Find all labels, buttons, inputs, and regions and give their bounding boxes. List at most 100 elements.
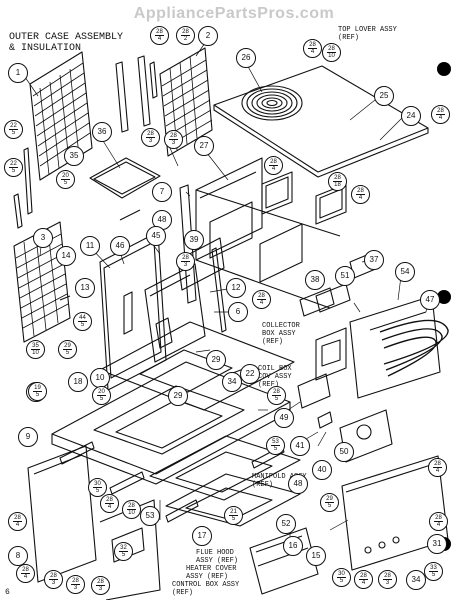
callout-13: 13: [75, 278, 95, 298]
label-flue-hood-2: ASSY (REF): [196, 557, 239, 565]
label-control-box-2: (REF): [172, 589, 194, 597]
callout-15: 15: [306, 546, 326, 566]
collector-box-plate: [349, 295, 441, 399]
callout-18: 18: [68, 372, 88, 392]
control-box: [249, 527, 319, 595]
callout-7: 7: [152, 182, 172, 202]
label-collector-box-3: (REF): [262, 338, 284, 346]
page-number: 6: [5, 588, 10, 597]
label-heater-cover-1: HEATER COVER: [186, 565, 237, 573]
callout-54: 54: [395, 262, 415, 282]
callout-53: 53: [140, 506, 160, 526]
callout-14: 14: [56, 246, 76, 266]
label-top-louver-ref: (REF): [338, 34, 360, 42]
callout-6: 6: [228, 302, 248, 322]
label-top-louver-assy: TOP LOVER ASSY: [338, 26, 397, 34]
front-left-panel: [27, 445, 97, 583]
callout-3: 3: [33, 228, 53, 248]
diagram-title-line2: & INSULATION: [9, 43, 82, 54]
callout-38: 38: [305, 270, 325, 290]
registration-dot: [437, 62, 451, 76]
callout-40: 40: [312, 460, 332, 480]
label-control-box-1: CONTROL BOX ASSY: [172, 581, 240, 589]
callout-48b: 48: [288, 474, 308, 494]
callout-46: 46: [110, 236, 130, 256]
label-collector-box-1: COLLECTOR: [262, 322, 300, 330]
callout-12: 12: [226, 278, 246, 298]
callout-37: 37: [364, 250, 384, 270]
callout-24: 24: [401, 106, 421, 126]
callout-22: 22: [240, 364, 260, 384]
callout-25: 25: [374, 86, 394, 106]
callout-34: 34: [222, 372, 242, 392]
label-coil-box-3: (REF): [258, 381, 280, 389]
callout-50: 50: [334, 442, 354, 462]
label-collector-box-2: BOX ASSY: [262, 330, 296, 338]
callout-29b: 29: [168, 386, 188, 406]
label-manifold-ref: (REF): [252, 481, 274, 489]
insulation-pad-36: [89, 157, 161, 199]
callout-47: 47: [420, 290, 440, 310]
label-heater-cover-2: ASSY (REF): [186, 573, 229, 581]
callout-26: 26: [236, 48, 256, 68]
callout-36: 36: [92, 122, 112, 142]
callout-34b: 34: [406, 570, 426, 590]
callout-16: 16: [283, 536, 303, 556]
callout-17: 17: [192, 526, 212, 546]
callout-1: 1: [8, 63, 28, 83]
label-coil-box-1: COIL BOX: [258, 365, 292, 373]
watermark: AppliancePartsPros.com: [133, 5, 335, 22]
callout-51: 51: [335, 266, 355, 286]
callout-35: 35: [64, 146, 84, 166]
callout-9: 9: [18, 427, 38, 447]
registration-dot: [437, 290, 451, 304]
callout-49: 49: [274, 408, 294, 428]
callout-52: 52: [276, 514, 296, 534]
callout-2: 2: [198, 26, 218, 46]
callout-8: 8: [8, 546, 28, 566]
callout-39: 39: [184, 230, 204, 250]
callout-31: 31: [427, 534, 447, 554]
left-louver-1: [29, 51, 93, 181]
label-flue-hood-1: FLUE HOOD: [196, 549, 234, 557]
callout-11: 11: [80, 236, 100, 256]
callout-27: 27: [194, 136, 214, 156]
callout-29a: 29: [206, 350, 226, 370]
fan-grille: [241, 85, 303, 121]
callout-45: 45: [146, 226, 166, 246]
